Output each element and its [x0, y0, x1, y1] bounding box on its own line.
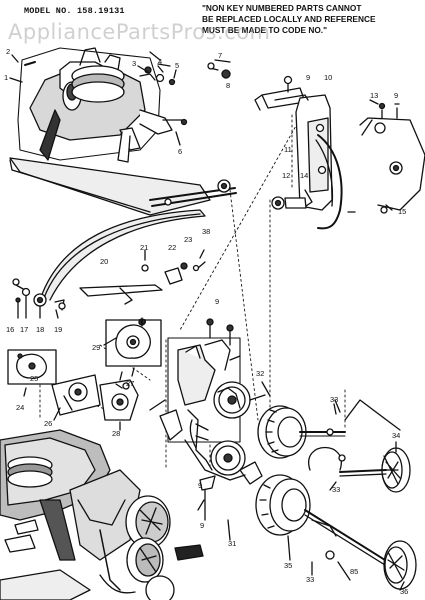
bottom-left-assembly: [0, 429, 204, 600]
callout-21: 21: [140, 243, 149, 252]
callout-36: 36: [400, 587, 409, 596]
callout-1: 1: [4, 73, 9, 82]
callout-22: 22: [168, 243, 177, 252]
notice-text: "NON KEY NUMBERED PARTS CANNOT BE REPLAC…: [202, 3, 422, 36]
callout-24: 24: [16, 403, 25, 412]
callout-30: 30: [138, 317, 147, 326]
upper-right-bracket: [207, 59, 425, 230]
callout-6: 6: [178, 147, 183, 156]
callout-28: 28: [112, 429, 121, 438]
callout-25: 25: [30, 374, 39, 383]
callout-11: 11: [284, 145, 292, 154]
callout-19: 19: [54, 325, 63, 334]
callout-9e: 9: [198, 481, 203, 490]
callout-15: 15: [398, 207, 407, 216]
callout-29: 29: [92, 343, 101, 352]
callout-9c: 9: [215, 297, 220, 306]
callout-9a: 9: [306, 73, 311, 82]
callout-13: 13: [370, 91, 379, 100]
callout-9d: 9: [200, 521, 205, 530]
callout-18: 18: [36, 325, 45, 334]
callout-16: 16: [6, 325, 15, 334]
notice-line-1: "NON KEY NUMBERED PARTS CANNOT: [202, 3, 362, 13]
linkage-parts: [79, 249, 206, 305]
callout-17: 17: [20, 325, 29, 334]
callout-33b: 33: [332, 485, 341, 494]
callout-31: 31: [228, 539, 237, 548]
callout-14: 14: [300, 171, 309, 180]
actuating-rod: [149, 179, 237, 207]
left-subassemblies: [7, 349, 139, 421]
callout-9b: 9: [394, 91, 399, 100]
callout-33a: 33: [330, 395, 339, 404]
callout-2: 2: [6, 47, 11, 56]
callout-35: 35: [284, 561, 293, 570]
callout-38: 38: [202, 227, 211, 236]
callout-4: 4: [158, 57, 163, 66]
feed-lever-arm: [12, 209, 206, 319]
callout-26: 26: [44, 419, 53, 428]
notice-line-3: MUST BE MADE TO CODE NO.": [202, 25, 328, 35]
center-mechanism: [105, 318, 266, 521]
notice-line-2: BE REPLACED LOCALLY AND REFERENCE: [202, 14, 376, 24]
callout-10: 10: [324, 73, 333, 82]
callout-7: 7: [218, 51, 223, 60]
cam-discs-knobs: [255, 399, 417, 590]
model-number: MODEL NO. 158.19131: [24, 6, 125, 16]
callout-32: 32: [256, 369, 265, 378]
callout-85: 85: [350, 567, 359, 576]
callout-5: 5: [175, 61, 180, 70]
callout-27: 27: [126, 379, 135, 388]
callout-33c: 33: [306, 575, 315, 584]
callout-12: 12: [282, 171, 291, 180]
callout-20: 20: [100, 257, 109, 266]
callout-3: 3: [132, 59, 137, 68]
callout-34: 34: [392, 431, 401, 440]
callout-8: 8: [226, 81, 231, 90]
cam-stack-assembly: [9, 47, 211, 216]
callout-23: 23: [184, 235, 193, 244]
